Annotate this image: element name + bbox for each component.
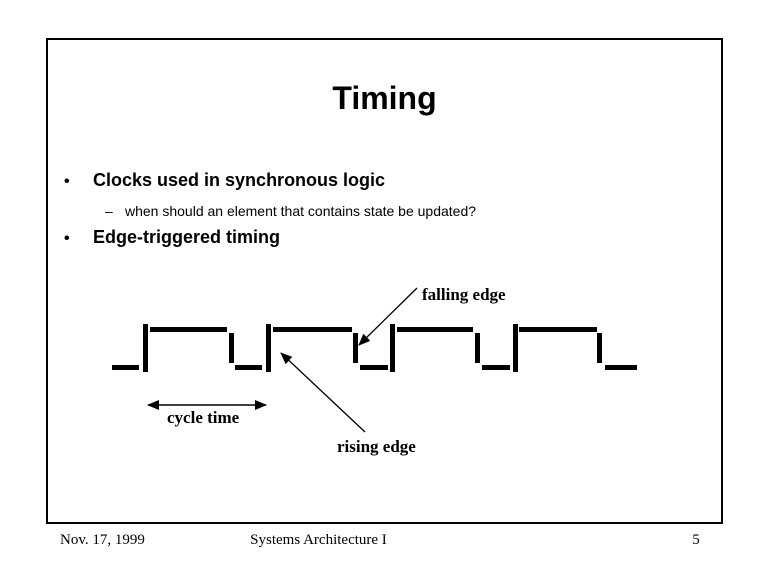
waveform-segment: [235, 365, 262, 370]
waveform-segment: [112, 365, 139, 370]
bullet-marker: •: [64, 173, 70, 190]
waveform-segment: [597, 333, 602, 363]
footer-date: Nov. 17, 1999: [60, 532, 145, 548]
bullet-marker: •: [64, 230, 70, 247]
cycle-time-label: cycle time: [167, 408, 240, 427]
bullet-text: Edge-triggered timing: [93, 227, 281, 247]
waveform-segment: [229, 333, 234, 363]
falling-edge-label: falling edge: [422, 285, 506, 304]
waveform-segment: [390, 324, 395, 372]
footer-page-number: 5: [692, 532, 700, 548]
waveform-segment: [150, 327, 227, 332]
waveform-segment: [519, 327, 597, 332]
waveform-segment: [143, 324, 148, 372]
waveform-segment: [482, 365, 510, 370]
waveform-segment: [397, 327, 473, 332]
waveform-segment: [605, 365, 637, 370]
waveform-segment: [360, 365, 388, 370]
bullet-item-1: • Clocks used in synchronous logic: [64, 170, 385, 191]
dash-marker: –: [105, 203, 113, 219]
waveform-segment: [273, 327, 352, 332]
rising-edge-label: rising edge: [337, 437, 416, 456]
footer-course-title: Systems Architecture I: [250, 532, 387, 548]
waveform-segment: [266, 324, 271, 372]
bullet-text: Clocks used in synchronous logic: [93, 170, 386, 190]
sub-bullet-text: when should an element that contains sta…: [125, 203, 477, 219]
slide-title: Timing: [332, 80, 437, 116]
waveform-segment: [353, 333, 358, 363]
waveform-segment: [513, 324, 518, 372]
sub-bullet-item: –when should an element that contains st…: [105, 203, 476, 219]
bullet-item-2: • Edge-triggered timing: [64, 227, 280, 248]
slide-border: [46, 38, 723, 524]
waveform-segment: [475, 333, 480, 363]
